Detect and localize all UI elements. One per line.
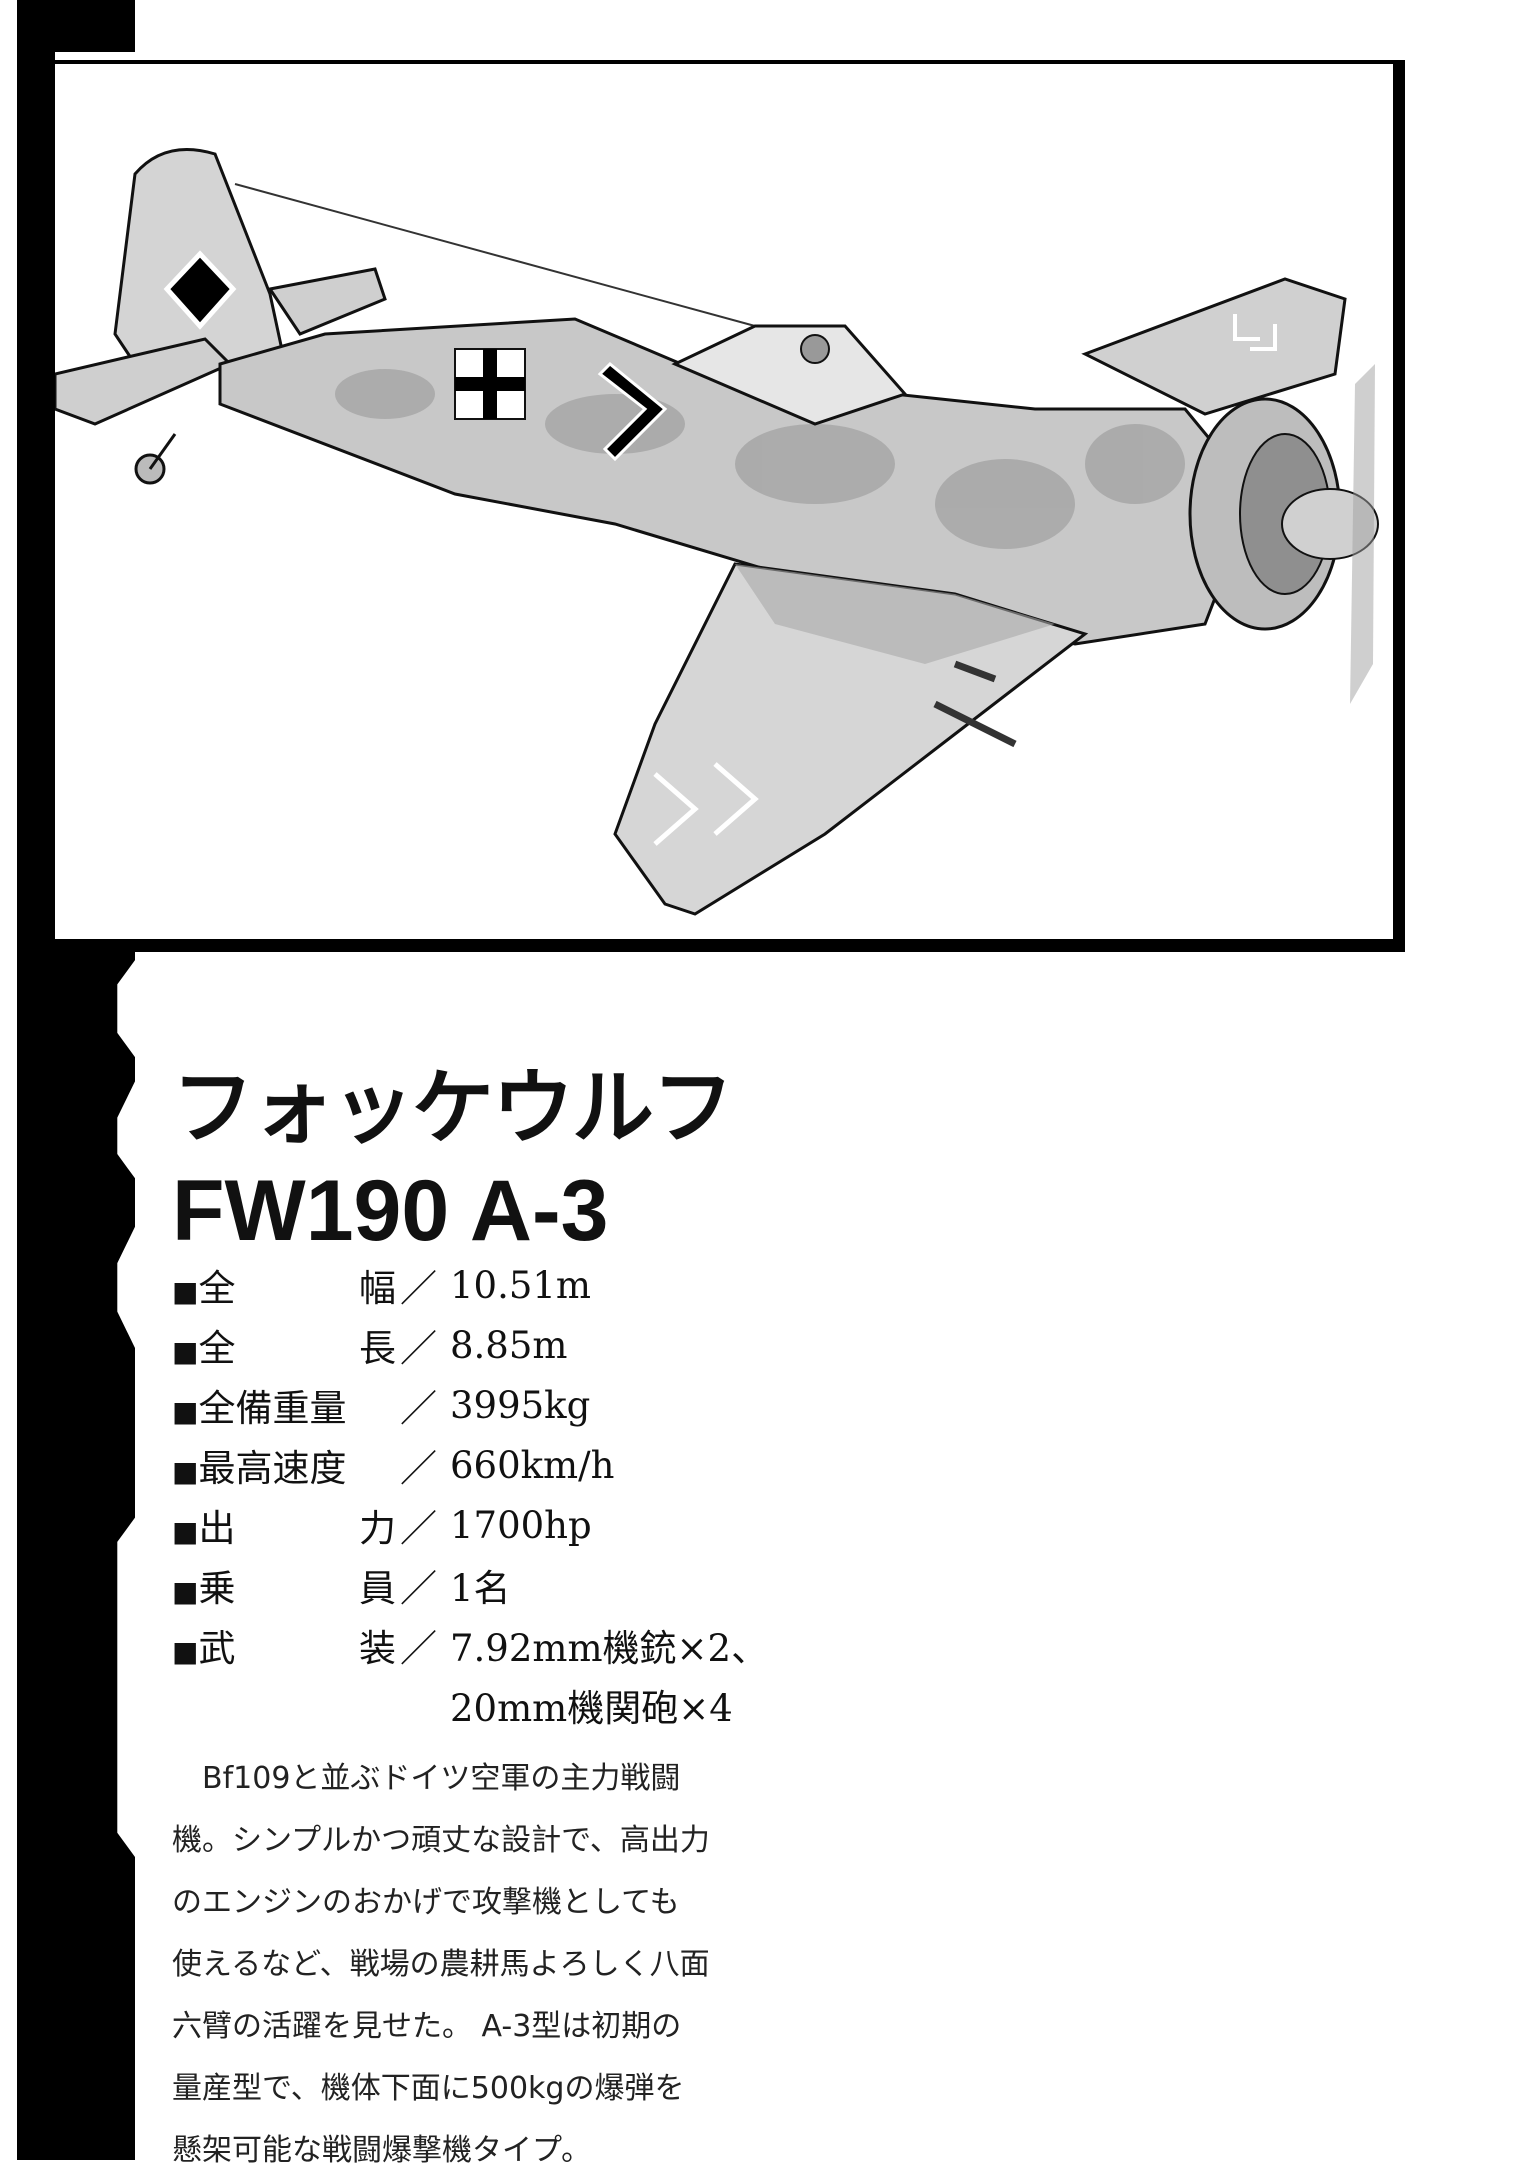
spec-row-max-speed: ■最高速度 ／ 660km/h: [172, 1435, 768, 1495]
description-line: 使えるなど、戦場の農耕馬よろしく八面: [172, 1947, 710, 1982]
spec-bullet: ■出: [172, 1507, 236, 1550]
spec-label: 装: [359, 1627, 396, 1670]
spec-value: 20mm機関砲×4: [450, 1687, 733, 1730]
spec-row-crew: ■乗 員 ／ 1名: [172, 1555, 768, 1615]
spec-label: 員: [359, 1567, 396, 1610]
illustration-panel: [55, 60, 1405, 952]
spec-separator: ／: [400, 1627, 437, 1670]
spec-row-wingspan: ■全 幅 ／ 10.51m: [172, 1255, 768, 1315]
spec-separator: ／: [400, 1507, 437, 1550]
description-line: Bf109と並ぶドイツ空軍の主力戦闘: [172, 1761, 681, 1796]
description-paragraph: Bf109と並ぶドイツ空軍の主力戦闘 機。シンプルかつ頑丈な設計で、高出力 のエ…: [172, 1748, 732, 2182]
spec-separator: ／: [400, 1267, 437, 1310]
spec-value: 8.85m: [450, 1323, 568, 1367]
spec-separator: ／: [400, 1327, 437, 1370]
aircraft-illustration: [55, 148, 1379, 916]
description-line: 懸架可能な戦闘爆撃機タイプ。: [172, 2133, 592, 2168]
spec-row-length: ■全 長 ／ 8.85m: [172, 1315, 768, 1375]
spec-bullet: ■全: [172, 1327, 236, 1370]
description-line: 量産型で、機体下面に500kgの爆弾を: [172, 2071, 685, 2106]
description-line: 六臂の活躍を見せた。 A-3型は初期の: [172, 2009, 682, 2044]
spec-label: 長: [359, 1327, 396, 1370]
spec-label: 力: [359, 1507, 396, 1550]
spec-value: 10.51m: [450, 1263, 592, 1307]
page-edge-band-lower: [17, 948, 135, 2160]
spec-list: ■全幅 ／ 10.51m ■全長 ／ 8.85m ■全備重量 ／ 3995kg …: [172, 1255, 768, 1735]
wing-cross-marking: [653, 762, 759, 846]
spec-value: 1名: [450, 1567, 511, 1610]
spec-value: 3995kg: [450, 1383, 591, 1427]
fuselage-cross-marking: [454, 348, 526, 420]
spec-bullet: ■最高速度: [172, 1447, 347, 1490]
spec-separator: ／: [400, 1447, 437, 1490]
spec-row-armament-continued: 20mm機関砲×4: [172, 1675, 768, 1735]
spec-row-armament: ■武 装 ／ 7.92mm機銃×2、: [172, 1615, 768, 1675]
spec-value: 1700hp: [450, 1503, 592, 1547]
spec-label: 幅: [359, 1267, 396, 1310]
aircraft-title-model: FW190 A-3: [172, 1163, 609, 1259]
spec-bullet: ■武: [172, 1627, 236, 1670]
description-line: 機。シンプルかつ頑丈な設計で、高出力: [172, 1823, 710, 1858]
spec-value: 7.92mm機銃×2、: [450, 1627, 769, 1670]
spec-separator: ／: [400, 1387, 437, 1430]
page-edge-band-left: [17, 40, 55, 950]
aircraft-title-japanese: フォッケウルフ: [172, 1061, 734, 1156]
description-line: のエンジンのおかげで攻撃機としても: [172, 1885, 680, 1920]
spec-bullet: ■乗: [172, 1567, 236, 1610]
spec-bullet: ■全備重量: [172, 1387, 347, 1430]
spec-separator: ／: [400, 1567, 437, 1610]
spec-row-gross-weight: ■全備重量 ／ 3995kg: [172, 1375, 768, 1435]
spec-value: 660km/h: [450, 1443, 615, 1487]
spec-row-power: ■出 力 ／ 1700hp: [172, 1495, 768, 1555]
spec-bullet: ■全: [172, 1267, 236, 1310]
